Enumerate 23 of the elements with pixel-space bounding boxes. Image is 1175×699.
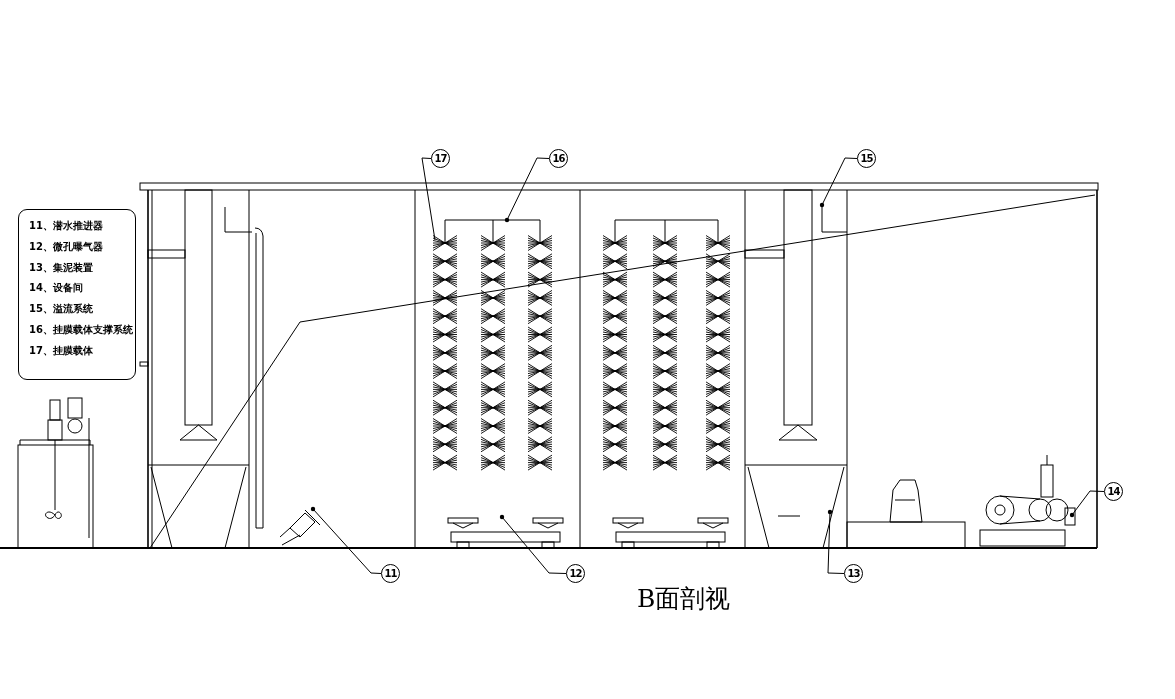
leader-line xyxy=(827,509,845,574)
legend-item: 17、挂膜载体 xyxy=(29,343,94,358)
caption: B面剖视 xyxy=(637,583,731,615)
callout-number: 15 xyxy=(857,149,876,168)
leader-line xyxy=(499,514,567,574)
leader-line xyxy=(421,157,436,241)
callout-number: 12 xyxy=(566,564,585,583)
callout-number: 17 xyxy=(431,149,450,168)
leader-line xyxy=(504,157,550,223)
callout-number: 16 xyxy=(549,149,568,168)
legend-item: 12、微孔曝气器 xyxy=(29,239,104,254)
callout-number: 14 xyxy=(1104,482,1123,501)
legend-item: 11、潜水推进器 xyxy=(29,219,104,233)
leader-line xyxy=(1069,490,1105,518)
legend-item: 13、集泥装置 xyxy=(29,260,94,275)
legend-item: 15、溢流系统 xyxy=(29,302,94,317)
leader-line xyxy=(819,157,858,208)
callout-number: 13 xyxy=(844,564,863,583)
legend-item: 16、挂膜载体支撑系统 xyxy=(29,323,134,337)
leader-line xyxy=(310,506,382,574)
callout-number: 11 xyxy=(381,564,400,583)
legend-item: 14、设备间 xyxy=(29,281,84,296)
legend-box xyxy=(18,209,136,380)
